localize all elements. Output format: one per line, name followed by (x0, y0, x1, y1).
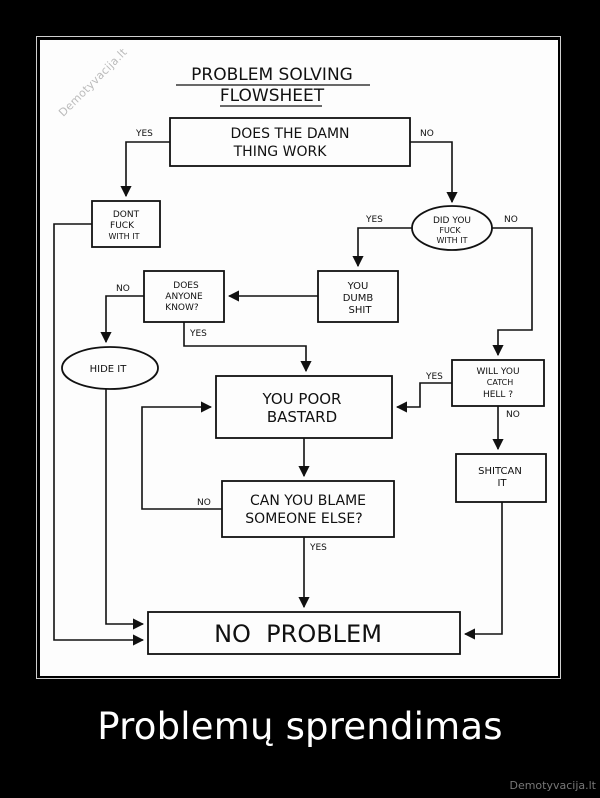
node-can-you-blame (221, 480, 395, 538)
edge-fuck-yes (352, 227, 412, 268)
node-did-you-fuck-line-3: WITH IT (437, 236, 468, 245)
node-does-it-work-line-2: THING WORK (233, 144, 328, 160)
title-line-1: PROBLEM SOLVING (191, 65, 353, 85)
node-dont-fuck-line-1: DONT (113, 210, 140, 220)
node-you-dumb-shit-line-2: DUMB (343, 293, 374, 304)
label-blame-no: NO (197, 498, 211, 508)
label-fuck-no: NO (504, 215, 518, 225)
label-blame-yes: YES (309, 543, 327, 553)
node-can-you-blame-line-2: SOMEONE ELSE? (245, 511, 362, 527)
label-work-no: NO (420, 129, 434, 139)
node-dont-fuck-line-2: FUCK (110, 221, 135, 231)
site-tag[interactable]: Demotyvacija.lt (509, 779, 596, 792)
flowchart-diagram: PROBLEM SOLVING FLOWSHEET DOES THE DAMN … (53, 65, 547, 655)
edge-fuck-no (492, 227, 533, 357)
node-shitcan-it-line-1: SHITCAN (478, 466, 522, 477)
edge-hell-yes (395, 382, 452, 413)
poster-caption: Problemų sprendimas (97, 705, 503, 748)
watermark-corner: Demotyvacija.lt (40, 40, 170, 170)
watermark-text: Demotyvacija.lt (56, 45, 130, 120)
node-no-problem-text: NO PROBLEM (214, 620, 382, 648)
label-hell-no: NO (506, 410, 520, 420)
label-anyone-no: NO (116, 284, 130, 294)
node-hide-it-text: HIDE IT (90, 364, 128, 375)
node-dont-fuck-line-3: WITH IT (109, 232, 140, 241)
node-did-you-fuck-line-2: FUCK (439, 226, 461, 235)
node-will-you-catch-hell-line-3: HELL ? (483, 390, 513, 400)
edge-work-no (410, 141, 458, 204)
edge-blame-no (141, 401, 222, 510)
node-can-you-blame-line-1: CAN YOU BLAME (250, 493, 366, 509)
edge-dont-to-noproblem (53, 223, 145, 646)
label-fuck-yes: YES (365, 215, 383, 225)
node-does-anyone-know-line-1: DOES (173, 281, 199, 291)
node-shitcan-it-line-2: IT (497, 478, 507, 489)
edge-hide-to-noproblem (105, 389, 145, 630)
title-line-2: FLOWSHEET (220, 86, 325, 106)
label-hell-yes: YES (425, 372, 443, 382)
node-no-problem (147, 611, 461, 655)
node-you-poor-bastard-line-1: YOU POOR (262, 390, 342, 408)
edge-anyone-no (100, 295, 144, 344)
flowchart-image: PROBLEM SOLVING FLOWSHEET DOES THE DAMN … (40, 40, 558, 676)
node-does-anyone-know-line-2: ANYONE (165, 292, 203, 302)
node-you-dumb-shit-line-1: YOU (347, 281, 369, 292)
node-you-dumb-shit-line-3: SHIT (349, 305, 373, 316)
node-hide-it (61, 346, 159, 390)
edge-work-yes (120, 141, 170, 198)
label-anyone-yes: YES (189, 329, 207, 339)
node-does-it-work-line-1: DOES THE DAMN (230, 126, 349, 142)
node-did-you-fuck-line-1: DID YOU (433, 216, 471, 226)
label-work-yes: YES (135, 129, 153, 139)
node-does-anyone-know-line-3: KNOW? (165, 303, 199, 313)
node-shitcan-it (455, 453, 547, 503)
node-you-poor-bastard-line-2: BASTARD (267, 408, 337, 426)
edge-shitcan-to-noproblem (463, 502, 503, 640)
node-will-you-catch-hell-line-2: CATCH (487, 378, 513, 387)
node-will-you-catch-hell-line-1: WILL YOU (476, 367, 519, 377)
edge-anyone-yes (183, 322, 312, 373)
